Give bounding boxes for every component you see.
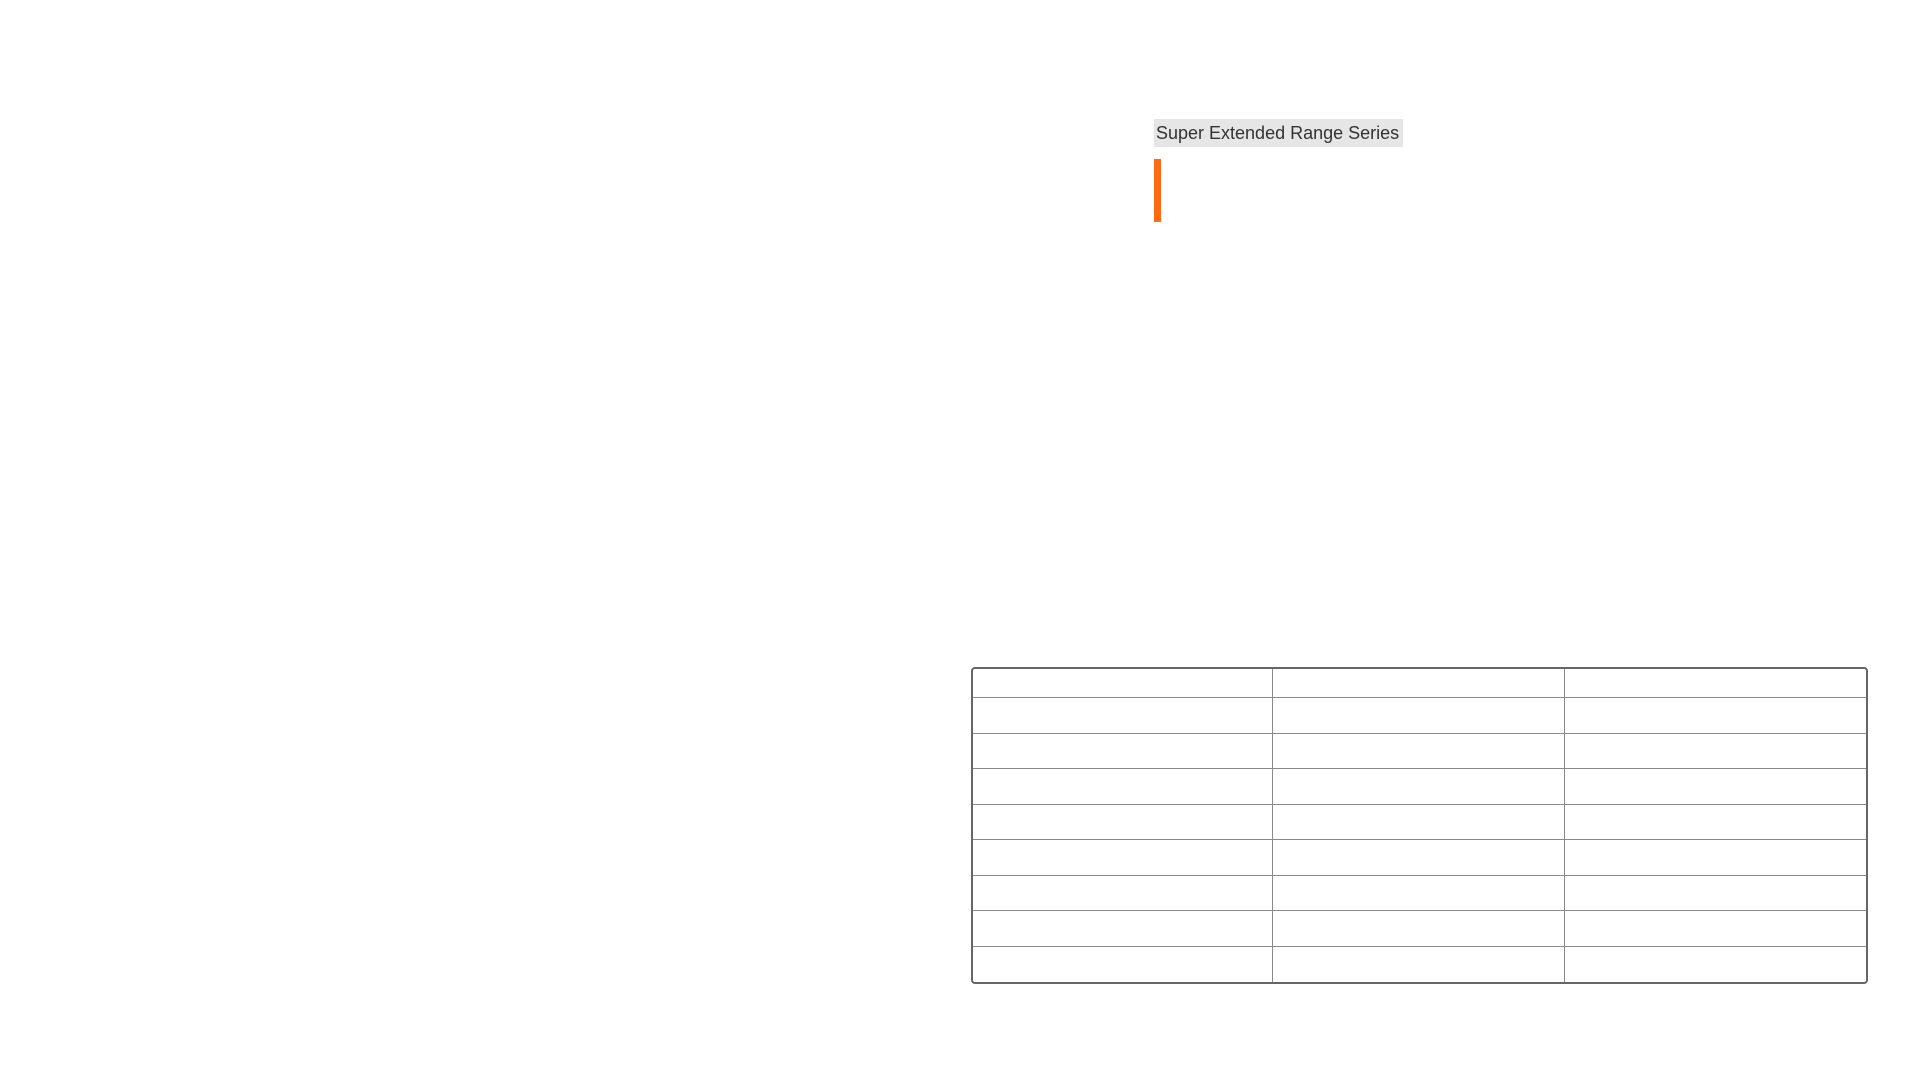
table-cell	[973, 669, 1273, 698]
table-cell	[973, 733, 1273, 769]
table-cell	[1273, 946, 1565, 982]
table-cell	[973, 698, 1273, 734]
table-cell	[1273, 669, 1565, 698]
table-cell	[1565, 911, 1866, 947]
table-cell	[1273, 698, 1565, 734]
table-cell	[1273, 840, 1565, 876]
table-cell	[973, 911, 1273, 947]
table-cell	[1273, 911, 1565, 947]
table-cell	[973, 946, 1273, 982]
table-cell	[1565, 840, 1866, 876]
table-cell	[973, 840, 1273, 876]
table-cell	[1273, 804, 1565, 840]
table-cell	[1273, 875, 1565, 911]
table-cell	[1565, 876, 1866, 911]
table-cell	[973, 875, 1273, 911]
table-cell	[1273, 733, 1565, 769]
table-cell	[1565, 669, 1866, 698]
table-cell	[1273, 769, 1565, 805]
table-cell	[973, 769, 1273, 805]
spec-table	[971, 667, 1868, 984]
accent-bar	[1154, 159, 1161, 222]
table-cell	[973, 804, 1273, 840]
table-cell	[1565, 698, 1866, 734]
table-cell	[1565, 769, 1866, 805]
table-cell	[1565, 947, 1866, 983]
table-cell	[1565, 734, 1866, 769]
series-label: Super Extended Range Series	[1154, 119, 1404, 147]
table-cell	[1565, 805, 1866, 840]
